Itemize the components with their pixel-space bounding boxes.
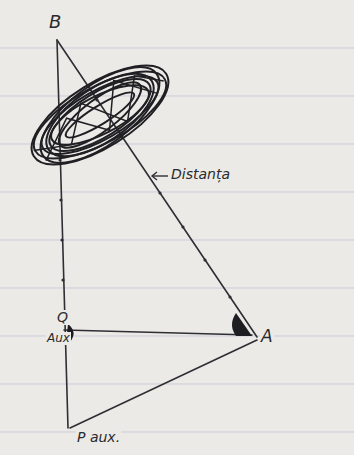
point-label: Distanța	[170, 167, 231, 182]
notebook-lines	[0, 48, 354, 432]
point-label: B	[48, 12, 62, 32]
point-label: A	[260, 327, 274, 346]
angle-marks	[66, 313, 252, 342]
tick-dots	[58, 98, 231, 298]
point-label: Q	[56, 310, 69, 325]
scribble	[15, 44, 184, 186]
point-label: Aux	[46, 332, 71, 345]
point-label: P aux.	[76, 430, 121, 445]
pointer-arrow	[152, 172, 168, 180]
